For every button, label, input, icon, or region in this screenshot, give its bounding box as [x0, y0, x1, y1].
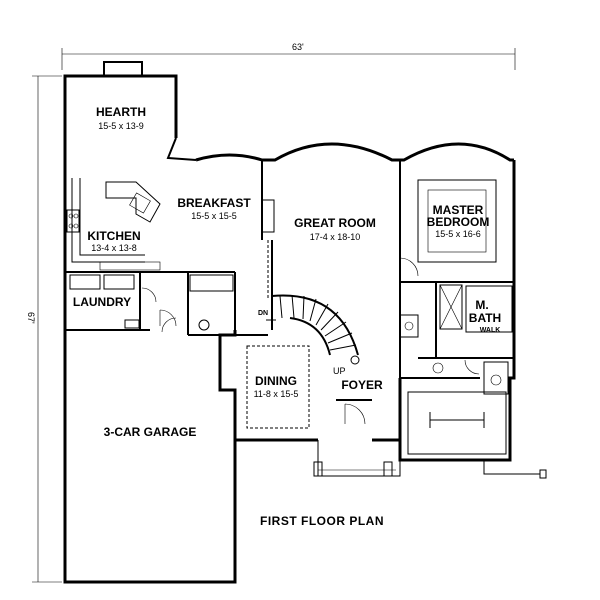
breakfast-size: 15-5 x 15-5 — [191, 211, 237, 221]
hearth-label: HEARTH — [96, 105, 146, 119]
breakfast-label: BREAKFAST — [177, 196, 251, 210]
room-master-bedroom: MASTER BEDROOM 15-5 x 16-6 — [427, 203, 490, 239]
room-laundry: LAUNDRY — [73, 295, 131, 309]
great-room-label: GREAT ROOM — [294, 216, 376, 230]
master-bath-label-line2: BATH — [469, 311, 501, 325]
room-kitchen: KITCHEN 13-4 x 13-8 — [87, 229, 140, 253]
front-porch — [313, 440, 401, 477]
room-great-room: GREAT ROOM 17-4 x 18-10 — [294, 216, 376, 242]
master-bath-walk-note: WALK — [480, 327, 501, 334]
master-bedroom-label-line1: MASTER — [433, 203, 484, 217]
room-dining: DINING 11-8 x 15-5 — [254, 374, 299, 399]
kitchen-label: KITCHEN — [87, 229, 140, 243]
room-master-bath: M. BATH WALK — [469, 298, 501, 334]
great-room-size: 17-4 x 18-10 — [310, 232, 361, 242]
master-bedroom-size: 15-5 x 16-6 — [435, 229, 481, 239]
laundry-label: LAUNDRY — [73, 295, 131, 309]
stair-up-label: UP — [333, 366, 346, 376]
curved-staircase — [266, 294, 360, 365]
stair-down-label: DN — [258, 310, 268, 317]
room-garage: 3-CAR GARAGE — [104, 425, 197, 439]
dining-label: DINING — [255, 374, 297, 388]
foyer-label: FOYER — [341, 378, 383, 392]
master-bedroom-label-line2: BEDROOM — [427, 215, 490, 229]
master-bath-label-line1: M. — [475, 298, 488, 312]
room-breakfast: BREAKFAST 15-5 x 15-5 — [177, 196, 251, 221]
room-foyer: FOYER — [341, 378, 383, 392]
dining-ceiling-outline — [246, 345, 310, 429]
dining-size: 11-8 x 15-5 — [254, 389, 299, 399]
hearth-size: 15-5 x 13-9 — [98, 121, 144, 131]
plan-title: FIRST FLOOR PLAN — [260, 514, 384, 528]
width-dimension: 63' — [61, 42, 516, 70]
garage-label: 3-CAR GARAGE — [104, 425, 197, 439]
depth-label: 67' — [26, 312, 36, 324]
width-label: 63' — [292, 42, 304, 52]
depth-dimension: 67' — [26, 75, 62, 583]
kitchen-size: 13-4 x 13-8 — [91, 243, 137, 253]
room-hearth: HEARTH 15-5 x 13-9 — [96, 105, 146, 131]
dashed-openings — [150, 160, 269, 300]
